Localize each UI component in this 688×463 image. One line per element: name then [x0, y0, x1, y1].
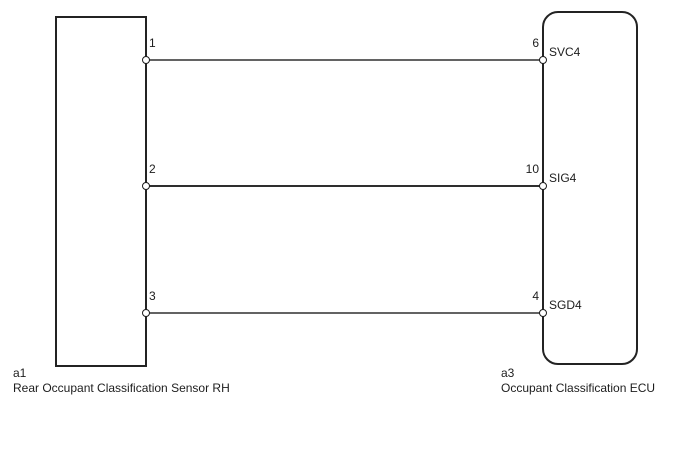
wire-sig4 [146, 185, 543, 187]
wire-svc4 [146, 59, 543, 61]
right-pin-number: 10 [525, 162, 539, 176]
connector-node-icon [142, 309, 150, 317]
signal-label: SGD4 [549, 298, 582, 312]
left-component-box [55, 16, 147, 367]
left-pin-number: 2 [149, 162, 156, 176]
right-pin-number: 6 [532, 36, 539, 50]
signal-label: SIG4 [549, 171, 577, 185]
left-component-name: Rear Occupant Classification Sensor RH [13, 381, 230, 395]
right-component-name: Occupant Classification ECU [501, 381, 656, 395]
left-pin-number: 1 [149, 36, 156, 50]
left-component-ref: a1 [13, 366, 27, 380]
connector-node-icon [142, 56, 150, 64]
right-component-ref: a3 [501, 366, 515, 380]
signal-label: SVC4 [549, 45, 581, 59]
connector-node-icon [539, 309, 547, 317]
connector-node-icon [539, 182, 547, 190]
left-pin-number: 3 [149, 289, 156, 303]
wire-sgd4 [146, 312, 543, 314]
connector-node-icon [142, 182, 150, 190]
connector-node-icon [539, 56, 547, 64]
right-pin-number: 4 [532, 289, 539, 303]
